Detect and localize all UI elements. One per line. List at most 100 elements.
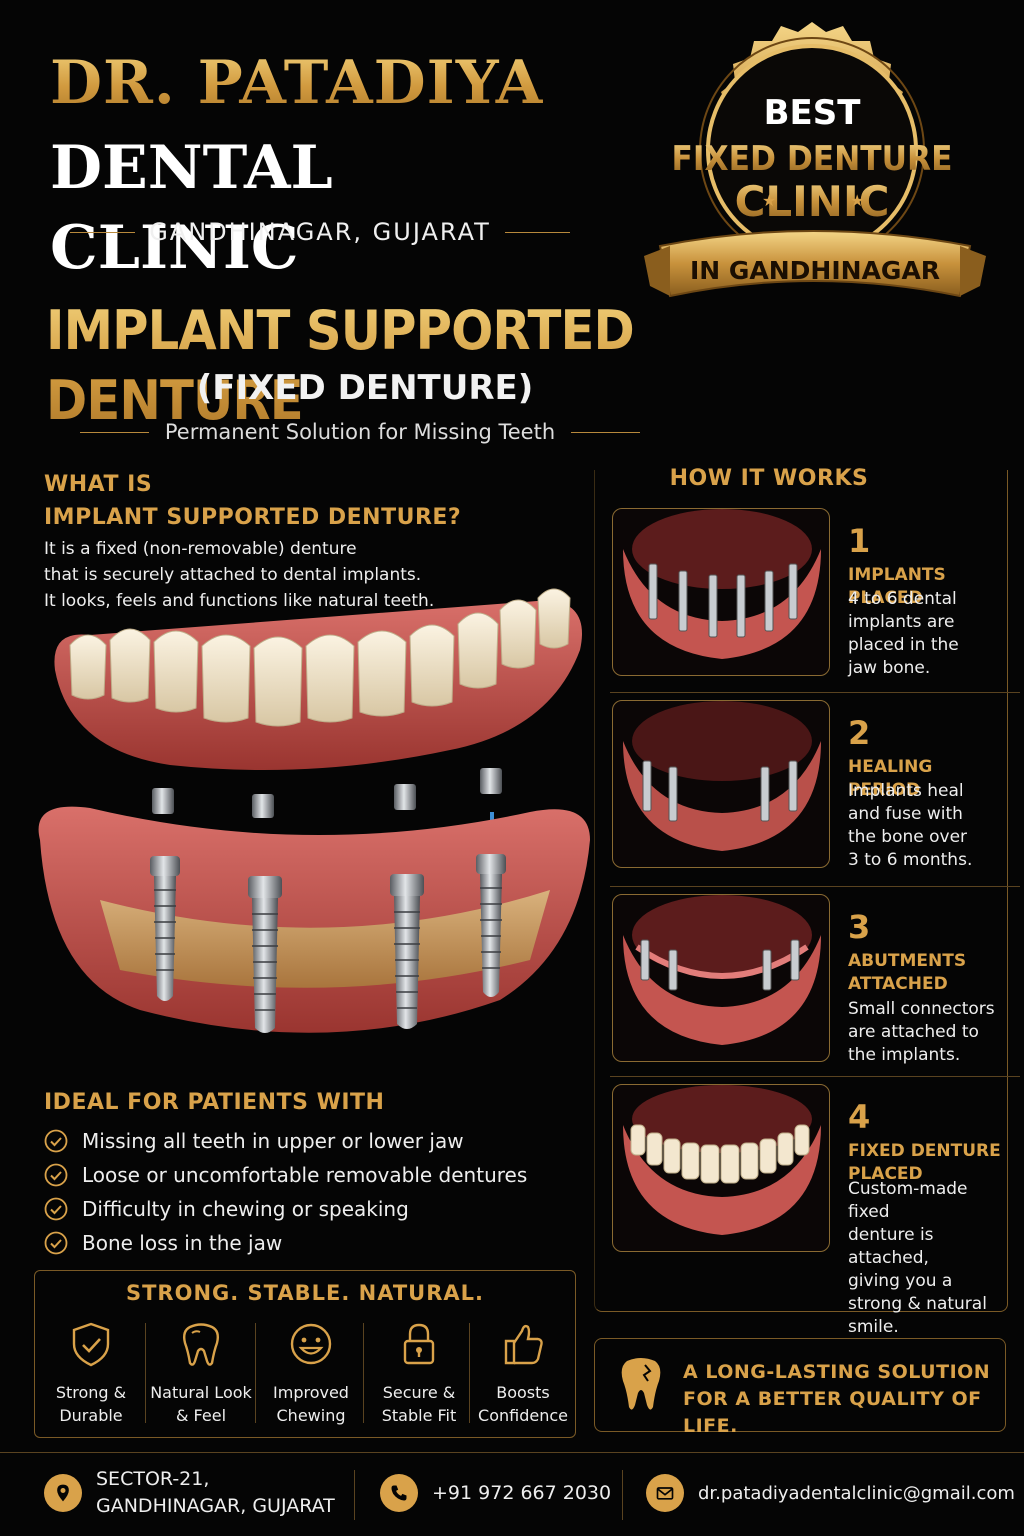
divider [469, 1323, 470, 1423]
list-item-text: Loose or uncomfortable removable denture… [82, 1163, 528, 1187]
step-illustration [612, 894, 830, 1062]
location-line: GANDHINAGAR, GUJARAT [70, 218, 571, 246]
badge-ribbon-text: IN GANDHINAGAR [690, 256, 940, 285]
step-description-line: Small connectors [848, 999, 995, 1019]
location-pin-icon [44, 1474, 82, 1512]
shield-check-icon [72, 1322, 110, 1367]
step-description-line: strong & natural [848, 1294, 987, 1314]
step-description-line: are attached to [848, 1022, 979, 1042]
star-icon: ★ [762, 191, 776, 210]
step-description-line: jaw bone. [848, 658, 931, 678]
what-is-heading: WHAT IS IMPLANT SUPPORTED DENTURE? [44, 468, 544, 534]
step-description: Custom-made fixed denture is attached, g… [848, 1178, 1008, 1339]
step-card: 1 IMPLANTS PLACED 4 to 6 dental implants… [610, 508, 1006, 688]
benefit-item: Secure & Stable Fit [365, 1319, 473, 1429]
step-description-line: and fuse with [848, 804, 963, 824]
how-it-works-heading: HOW IT WORKS [669, 466, 869, 491]
mail-icon [646, 1474, 684, 1512]
thumbs-up-icon [504, 1324, 543, 1365]
step-description-line: Implants heal [848, 781, 964, 801]
quote-line1: A LONG-LASTING SOLUTION [683, 1361, 991, 1383]
address-line2: GANDHINAGAR, GUJARAT [96, 1495, 335, 1517]
benefits-panel: STRONG. STABLE. NATURAL. Strong & Durabl… [34, 1270, 576, 1438]
what-is-text: It is a fixed (non-removable) denture th… [44, 536, 464, 614]
page-subtitle: (FIXED DENTURE) [196, 368, 534, 408]
divider [145, 1323, 146, 1423]
divider [571, 431, 640, 433]
email-address[interactable]: dr.patadiyadentalclinic@gmail.com [698, 1482, 1015, 1504]
denture-implant-illustration [38, 588, 591, 1033]
divider [255, 1323, 256, 1423]
step-illustration [612, 700, 830, 868]
benefit-label-line2: Chewing [276, 1406, 346, 1425]
divider [610, 1076, 1020, 1077]
quote-panel: A LONG-LASTING SOLUTION FOR A BETTER QUA… [594, 1338, 1006, 1437]
footer-address: SECTOR-21, GANDHINAGAR, GUJARAT [44, 1466, 335, 1520]
step-number: 1 [848, 522, 871, 560]
location-text: GANDHINAGAR, GUJARAT [149, 218, 491, 246]
step-title-line2: ATTACHED [848, 974, 948, 994]
step-description-line: giving you a [848, 1271, 953, 1291]
implants-placed-illustration [623, 509, 821, 659]
quote-text: A LONG-LASTING SOLUTION FOR A BETTER QUA… [683, 1359, 1003, 1440]
check-circle-icon [44, 1129, 68, 1153]
tagline-line: Permanent Solution for Missing Teeth [80, 420, 640, 444]
benefit-label-line2: Durable [59, 1406, 123, 1425]
list-item: Bone loss in the jaw [44, 1226, 564, 1260]
benefits-title: STRONG. STABLE. NATURAL. [125, 1281, 485, 1305]
benefit-label-line2: Confidence [478, 1406, 568, 1425]
list-item: Loose or uncomfortable removable denture… [44, 1158, 564, 1192]
step-card: 4 FIXED DENTURE PLACED Custom-made fixed… [610, 1084, 1006, 1337]
divider [610, 692, 1020, 693]
step-description-line: 4 to 6 dental [848, 589, 957, 609]
benefit-item: Natural Look & Feel [147, 1319, 255, 1429]
tooth-icon [182, 1323, 220, 1366]
step-title-line2: PLACED [848, 1164, 923, 1184]
benefit-item: Strong & Durable [37, 1319, 145, 1429]
list-item-text: Difficulty in chewing or speaking [82, 1197, 409, 1221]
step-description: 4 to 6 dental implants are placed in the… [848, 588, 1008, 680]
step-card: 2 HEALING PERIOD Implants heal and fuse … [610, 700, 1006, 880]
step-description-line: the implants. [848, 1045, 961, 1065]
step-title: ABUTMENTS ATTACHED [848, 950, 1008, 996]
step-description-line: placed in the [848, 635, 959, 655]
address-line1: SECTOR-21, [96, 1468, 210, 1490]
badge-line1: BEST [764, 93, 862, 133]
step-title-line1: FIXED DENTURE [848, 1141, 1001, 1161]
check-circle-icon [44, 1163, 68, 1187]
footer-phone[interactable]: +91 972 667 2030 [380, 1474, 611, 1512]
divider [354, 1470, 355, 1520]
footer-email[interactable]: dr.patadiyadentalclinic@gmail.com [646, 1474, 1015, 1512]
step-description-line: implants are [848, 612, 955, 632]
clinic-type: DENTAL CLINIC [50, 133, 333, 283]
benefit-label-line1: Improved [273, 1383, 349, 1402]
fixed-denture-placed-illustration [623, 1085, 821, 1235]
step-illustration [612, 508, 830, 676]
step-description-line: Custom-made fixed [848, 1179, 968, 1222]
step-title: HEALING PERIOD [848, 757, 933, 800]
tooth-icon [621, 1358, 661, 1410]
benefit-label-line1: Strong & [55, 1383, 127, 1402]
step-title: IMPLANTS PLACED [848, 565, 946, 608]
quote-line2: FOR A BETTER QUALITY OF LIFE. [683, 1388, 982, 1437]
what-is-text-line3: It looks, feels and functions like natur… [44, 591, 435, 611]
list-item: Missing all teeth in upper or lower jaw [44, 1124, 564, 1158]
ideal-list: Missing all teeth in upper or lower jaw … [44, 1124, 564, 1260]
page-title: IMPLANT SUPPORTED DENTURE [46, 296, 653, 436]
what-is-heading-line1: WHAT IS [44, 472, 153, 497]
phone-number[interactable]: +91 972 667 2030 [432, 1482, 612, 1504]
benefit-label-line2: Stable Fit [381, 1406, 457, 1425]
step-number: 3 [848, 908, 871, 946]
step-number: 2 [848, 714, 871, 752]
best-clinic-badge: BEST FIXED DENTURE CLINIC ★ ★ IN GANDHIN… [644, 22, 986, 298]
step-title-line1: ABUTMENTS [848, 951, 967, 971]
step-card: 3 ABUTMENTS ATTACHED Small connectors ar… [610, 894, 1006, 1074]
badge-line3: CLINIC [735, 177, 890, 226]
padlock-icon [403, 1323, 435, 1365]
divider [610, 886, 1020, 887]
badge-line2: FIXED DENTURE [672, 139, 953, 179]
how-it-works-panel [594, 470, 1008, 1312]
divider [622, 1470, 623, 1520]
footer-divider [0, 1452, 1024, 1453]
phone-icon [380, 1474, 418, 1512]
